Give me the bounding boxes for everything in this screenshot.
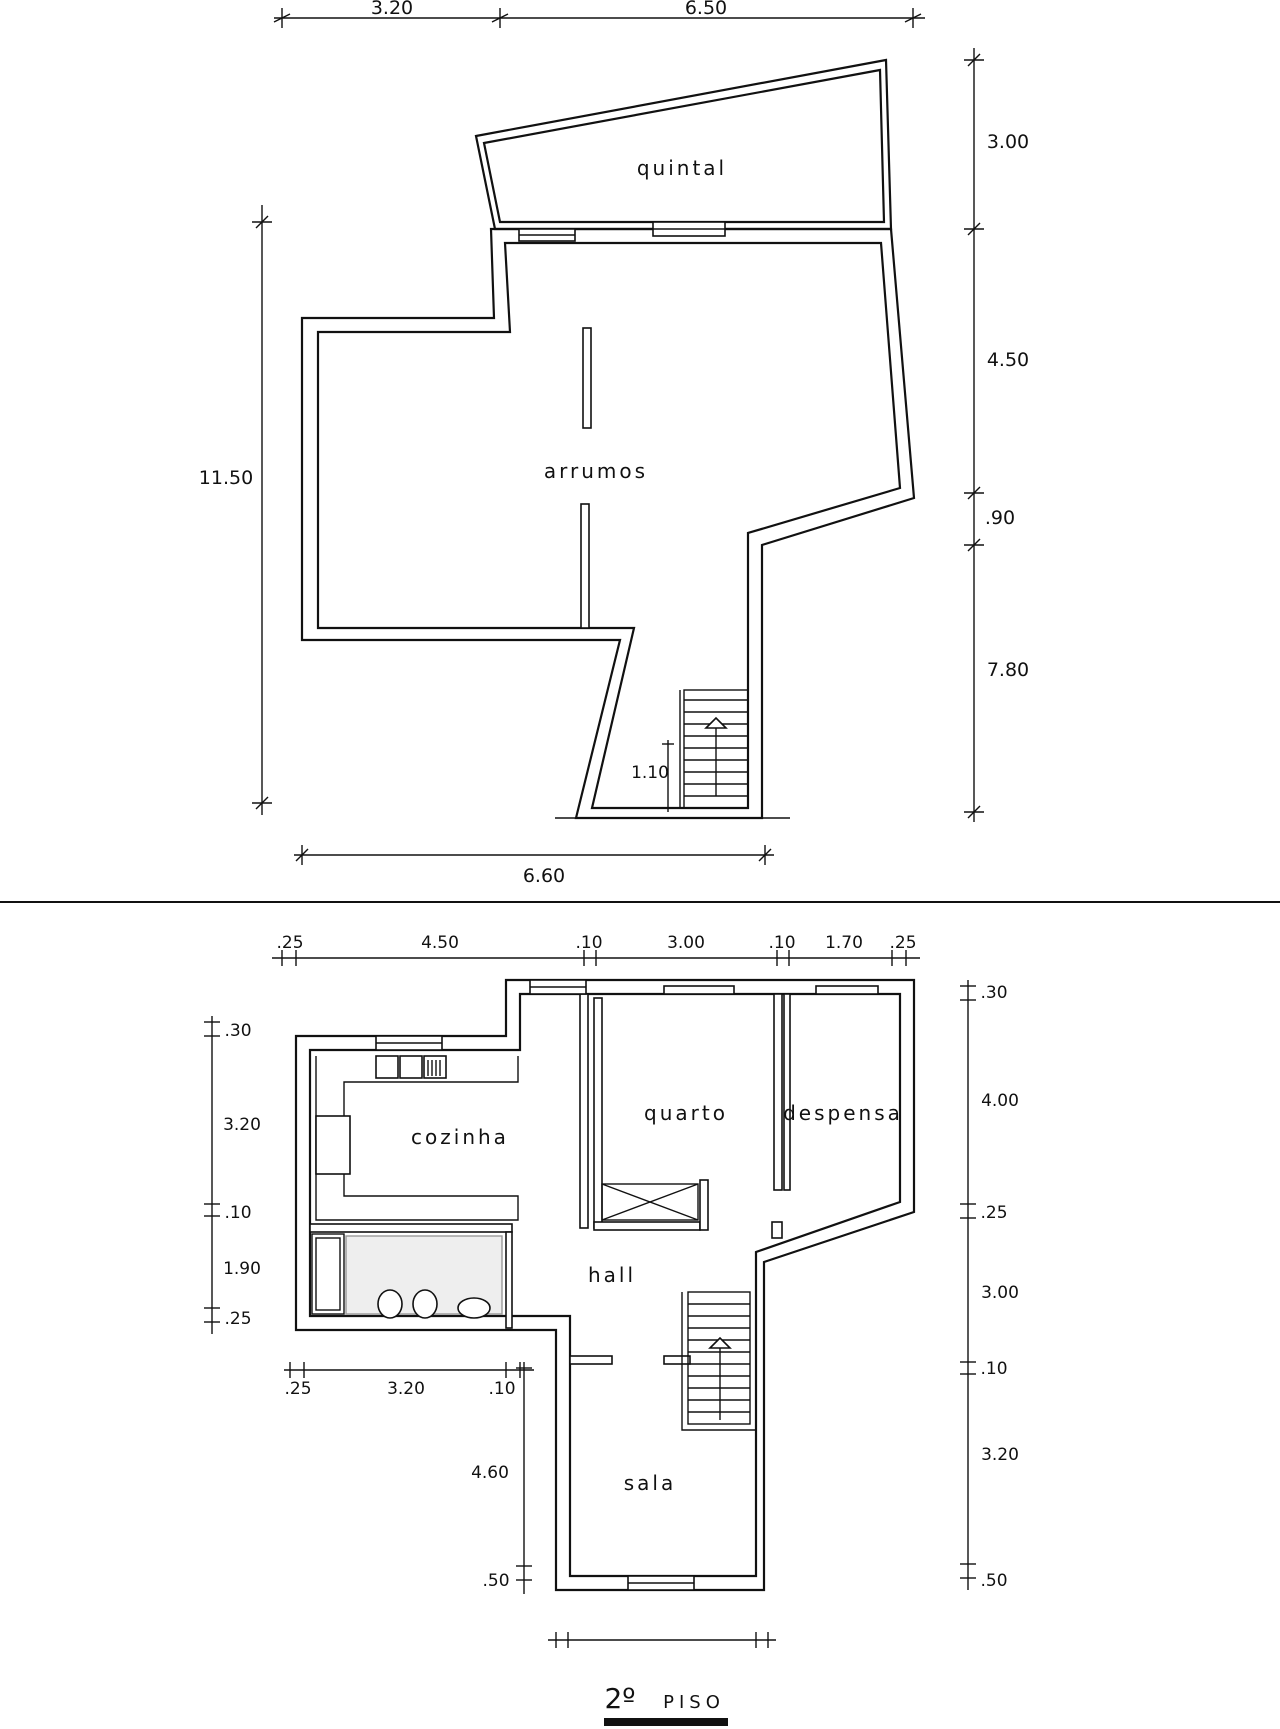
floor-word: PISO — [663, 1692, 725, 1713]
dim-lower-top-5: .10 — [768, 933, 795, 953]
lower-mid-dimension — [284, 1362, 534, 1378]
room-label-cozinha: cozinha — [411, 1125, 509, 1149]
dim-lower-top-6: 1.70 — [825, 933, 863, 953]
dim-upper-bottom: 6.60 — [523, 865, 565, 887]
lower-windows — [375, 979, 879, 1591]
dim-lower-top-1: .25 — [276, 933, 303, 953]
lower-left-dimension — [204, 1016, 220, 1334]
dim-lower-mid-3: .10 — [488, 1379, 515, 1399]
dim-upper-top-b: 6.50 — [685, 0, 727, 19]
lower-right-dimension — [960, 980, 976, 1590]
dim-stair-line — [662, 740, 674, 812]
room-label-hall: hall — [588, 1263, 636, 1287]
lower-inner-walls — [309, 993, 791, 1365]
dim-upper-stair: 1.10 — [631, 763, 669, 783]
room-label-sala: sala — [624, 1471, 677, 1495]
floor-number: 2º — [604, 1682, 635, 1715]
dim-lower-sala-b: .50 — [482, 1571, 509, 1591]
dim-lower-top-4: 3.00 — [667, 933, 705, 953]
dim-lower-top-2: 4.50 — [421, 933, 459, 953]
dim-lower-mid-1: .25 — [284, 1379, 311, 1399]
upper-top-dimension — [273, 8, 925, 28]
dim-lower-mid-2: 3.20 — [387, 1379, 425, 1399]
lower-sala-dimension — [516, 1362, 532, 1594]
dim-lower-right-3: .25 — [980, 1203, 1007, 1223]
room-label-despensa: despensa — [783, 1101, 903, 1125]
lower-stairs — [681, 1291, 756, 1431]
dim-upper-right-b: 4.50 — [987, 349, 1029, 371]
bathroom-fixtures — [311, 1233, 503, 1319]
lower-bottom-dimension — [548, 1632, 776, 1648]
dim-upper-left: 11.50 — [199, 467, 253, 489]
dim-lower-top-7: .25 — [889, 933, 916, 953]
room-label-quarto: quarto — [644, 1101, 728, 1125]
dim-lower-left-4: 1.90 — [223, 1259, 261, 1279]
dim-lower-top-3: .10 — [575, 933, 602, 953]
dim-lower-left-3: .10 — [224, 1203, 251, 1223]
dim-upper-right-d: 7.80 — [987, 659, 1029, 681]
dim-upper-right-c: .90 — [985, 507, 1015, 529]
room-label-arrumos: arrumos — [544, 459, 648, 483]
dim-lower-left-2: 3.20 — [223, 1115, 261, 1135]
quintal-walls — [474, 58, 893, 231]
upper-right-dimension — [964, 48, 984, 822]
dim-lower-left-5: .25 — [224, 1309, 251, 1329]
room-label-quintal: quintal — [637, 156, 727, 180]
dim-lower-sala-h: 4.60 — [471, 1463, 509, 1483]
dim-lower-right-6: 3.20 — [981, 1445, 1019, 1465]
dim-lower-right-1: .30 — [980, 983, 1007, 1003]
floor-title: 2º PISO — [604, 1682, 728, 1726]
arrumos-walls — [300, 227, 916, 820]
dim-lower-right-5: .10 — [980, 1359, 1007, 1379]
lower-plan: .25 4.50 .10 3.00 .10 1.70 .25 — [204, 933, 1019, 1648]
dim-lower-left-1: .30 — [224, 1021, 251, 1041]
kitchen-counter — [315, 1055, 519, 1221]
upper-left-dimension — [252, 205, 272, 815]
upper-plan: 3.20 6.50 — [199, 0, 1029, 887]
dim-lower-right-4: 3.00 — [981, 1283, 1019, 1303]
upper-bottom-dimension — [294, 845, 774, 865]
dim-lower-right-7: .50 — [980, 1571, 1007, 1591]
quarto-wardrobe — [601, 1183, 699, 1221]
dim-lower-right-2: 4.00 — [981, 1091, 1019, 1111]
arrumos-partitions — [580, 327, 592, 629]
dim-upper-right-a: 3.00 — [987, 131, 1029, 153]
upper-windows — [518, 221, 726, 242]
title-underline — [604, 1718, 728, 1726]
upper-stairs — [555, 689, 790, 819]
dim-upper-top-a: 3.20 — [371, 0, 413, 19]
lower-top-dimension — [272, 950, 920, 966]
